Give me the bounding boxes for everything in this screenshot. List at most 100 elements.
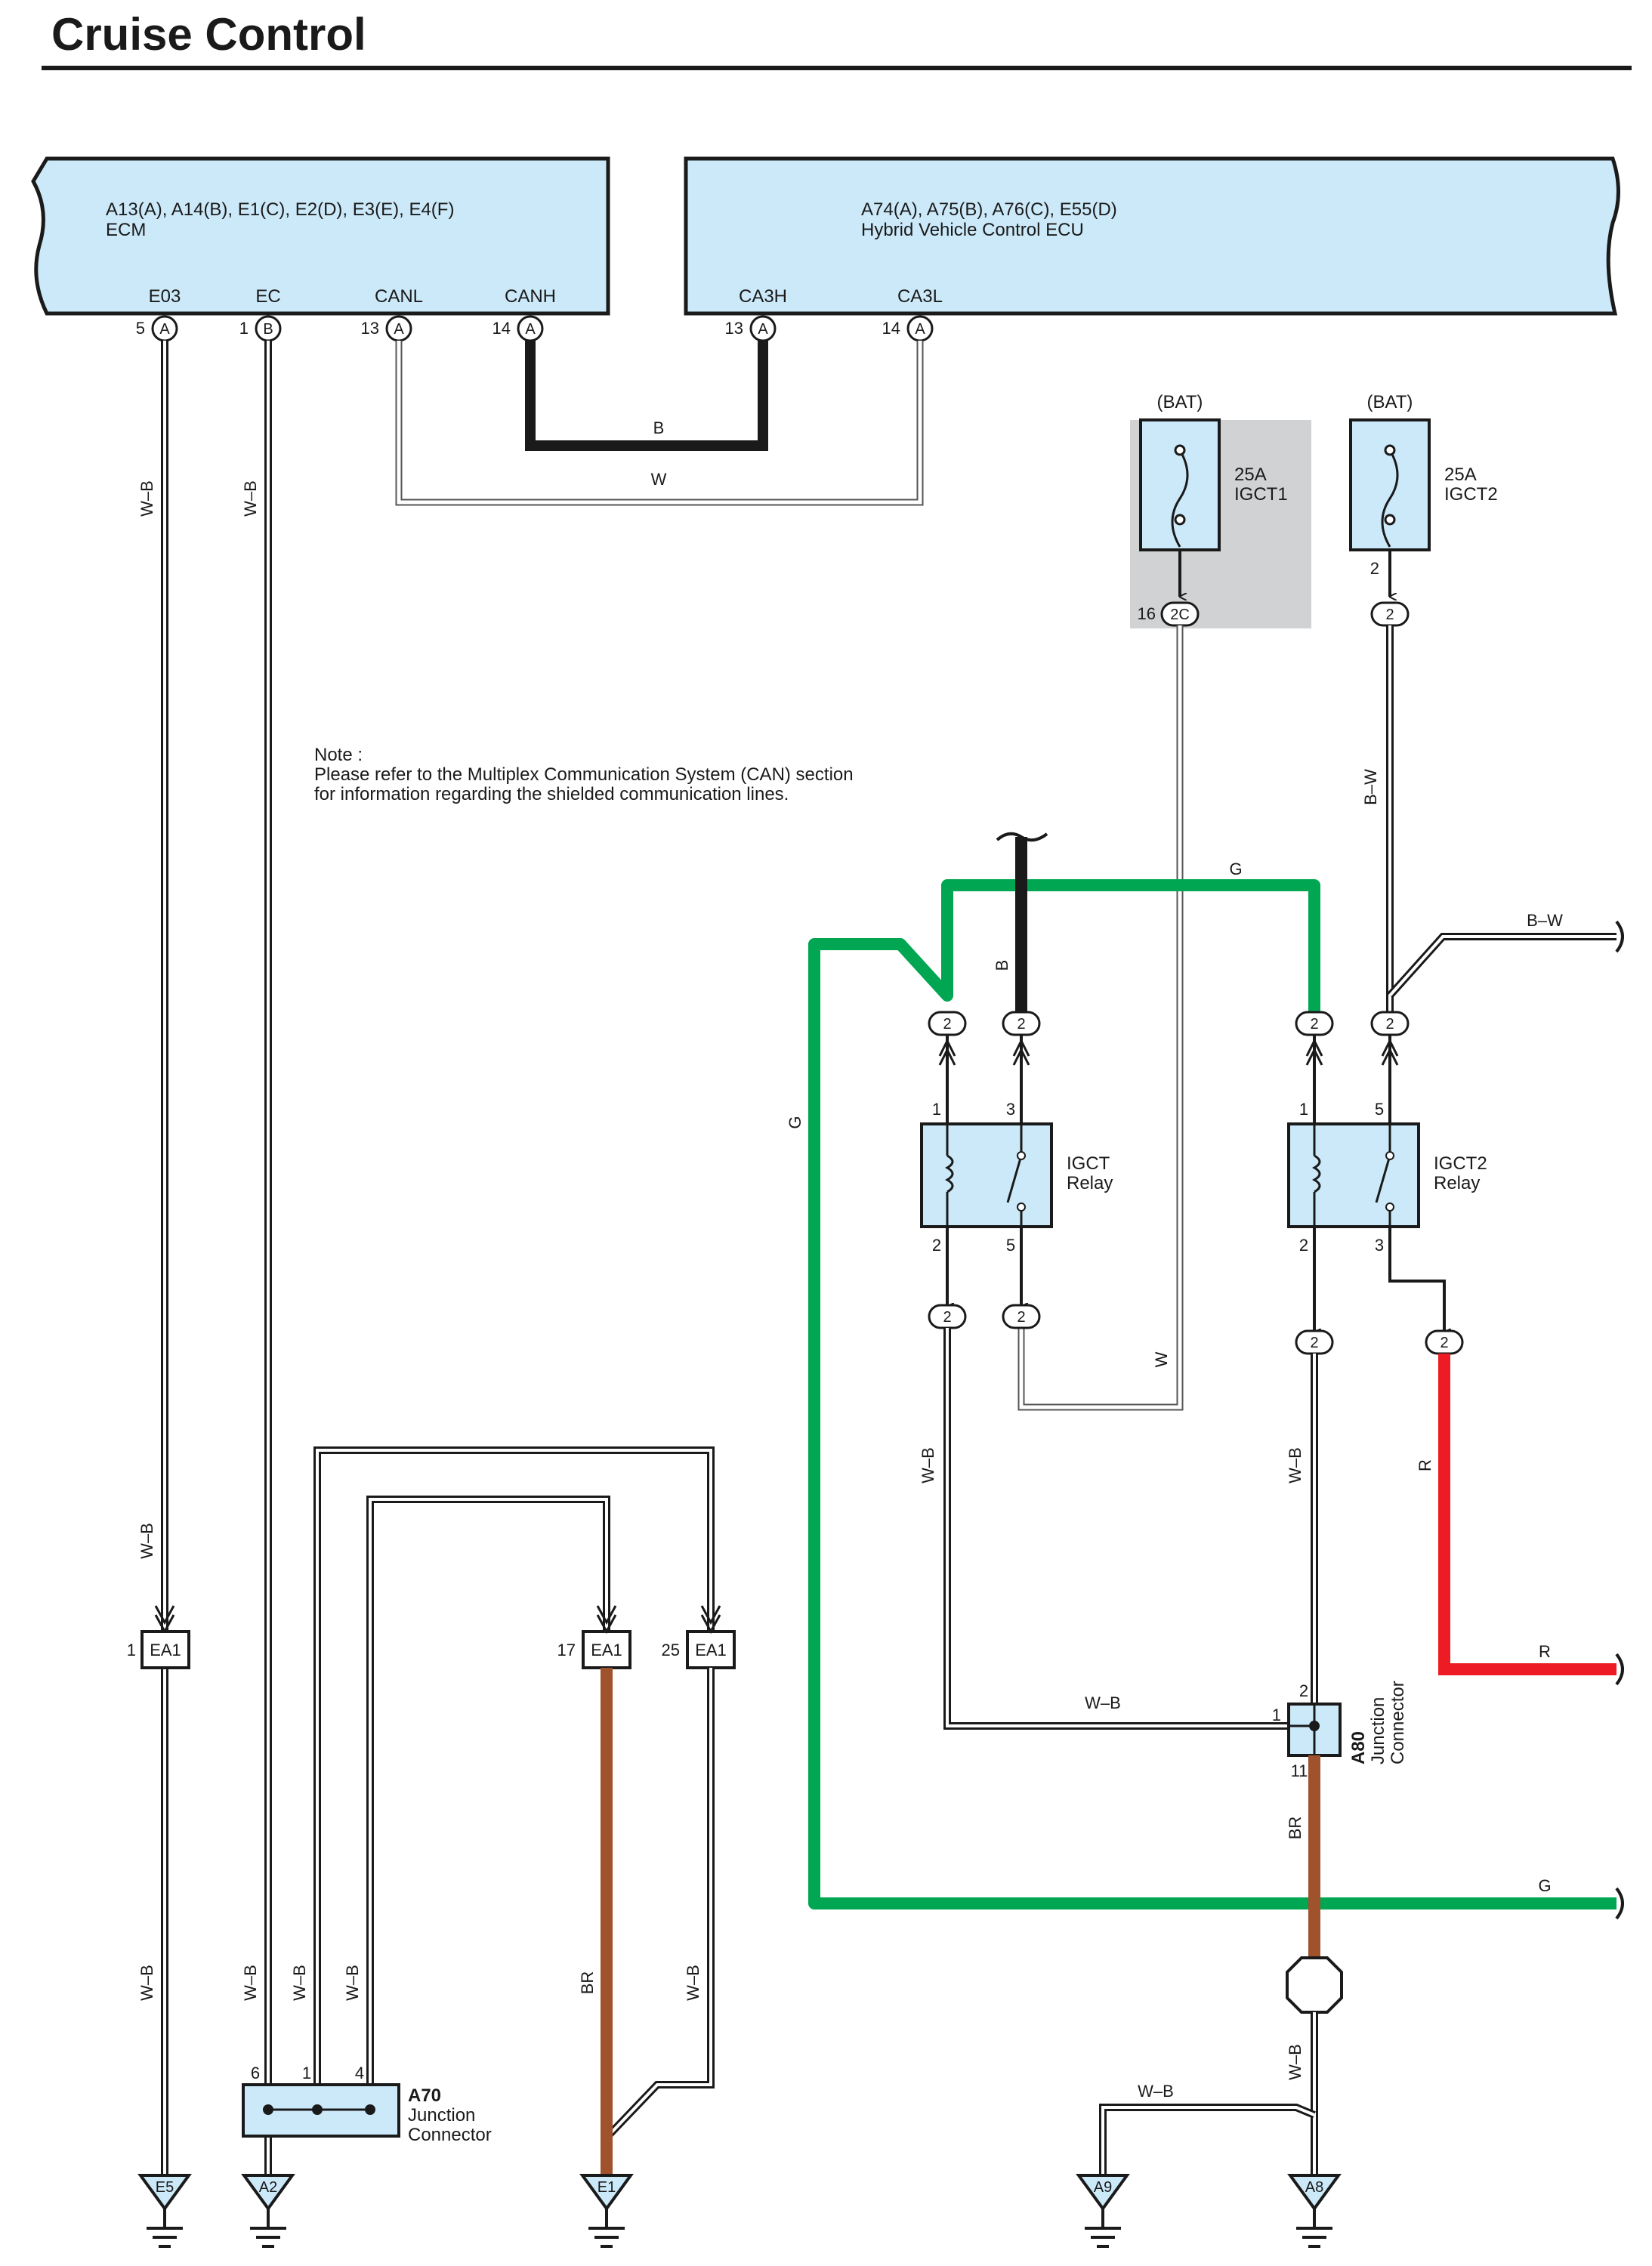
hv-ecu-connectors: A74(A), A75(B), A76(C), E55(D) (861, 199, 1117, 220)
svg-text:11: 11 (1291, 1761, 1308, 1780)
hv-terminal-ca3h: CA3H (739, 286, 787, 307)
wire-wb-a8-a9: W–B W–B (1099, 2012, 1318, 2175)
svg-text:A2: A2 (259, 2179, 277, 2196)
svg-text:14: 14 (882, 319, 900, 338)
svg-text:25: 25 (662, 1641, 680, 1659)
svg-text:2: 2 (932, 1236, 941, 1255)
ea1-connector-25: EA1 25 (662, 1630, 736, 1669)
svg-text:IGCT1: IGCT1 (1234, 484, 1288, 505)
svg-text:B–W: B–W (1527, 911, 1563, 930)
svg-text:B: B (993, 960, 1011, 971)
svg-text:IGCT2: IGCT2 (1434, 1153, 1487, 1174)
svg-text:1: 1 (1272, 1706, 1281, 1724)
relay-bottom-connectors: 2 2 2 2 (928, 1227, 1464, 1355)
svg-text:G: G (1538, 1876, 1551, 1895)
wire-r: R R (1416, 1354, 1624, 1686)
svg-text:2: 2 (1299, 1236, 1308, 1255)
svg-text:W: W (651, 470, 667, 489)
wire-g: G G G (786, 860, 1624, 1920)
wire-ec: W–B W–B (241, 341, 272, 2175)
svg-text:Please refer to the Multiplex: Please refer to the Multiplex Communicat… (314, 764, 854, 785)
svg-text:Relay: Relay (1434, 1173, 1480, 1193)
svg-text:W–B: W–B (1085, 1693, 1121, 1712)
svg-text:for information regarding the: for information regarding the shielded c… (314, 784, 789, 804)
svg-text:2: 2 (1385, 607, 1394, 623)
ecm-terminal-canl: CANL (375, 286, 423, 307)
svg-text:3: 3 (1006, 1100, 1015, 1119)
a70-junction-connector: 6 1 4 A70 Junction Connector (242, 2064, 492, 2145)
svg-text:W–B: W–B (241, 480, 260, 517)
fuse-igct1: (BAT) 25A IGCT1 2C 16 (1130, 392, 1311, 628)
svg-text:W–B: W–B (1286, 1447, 1305, 1483)
a80-junction-connector: 2 1 11 A80 Junction Connector (1272, 1681, 1408, 1780)
svg-text:W–B: W–B (137, 1523, 156, 1559)
ecm-pins: A 5 B 1 A 13 A 14 (136, 315, 544, 342)
hv-ecu-box: A74(A), A75(B), A76(C), E55(D) Hybrid Ve… (684, 156, 1620, 316)
svg-text:2: 2 (1310, 1016, 1318, 1033)
ecm-box: A13(A), A14(B), E1(C), E2(D), E3(E), E4(… (31, 156, 610, 316)
wire-wb-igct-a80: W–B W–B (919, 1328, 1289, 1730)
svg-text:2: 2 (1440, 1335, 1448, 1351)
wire-bw: B–W B–W (1361, 625, 1624, 1012)
svg-text:2: 2 (1017, 1016, 1025, 1033)
svg-text:13: 13 (725, 319, 743, 338)
svg-text:25A: 25A (1444, 465, 1477, 485)
svg-text:5: 5 (1375, 1100, 1384, 1119)
svg-text:W–B: W–B (919, 1447, 937, 1483)
svg-text:25A: 25A (1234, 465, 1267, 485)
svg-text:W–B: W–B (137, 480, 156, 517)
svg-text:IGCT: IGCT (1067, 1153, 1110, 1174)
wire-e03: W–B W–B W–B (137, 341, 175, 2175)
svg-text:A: A (394, 321, 404, 338)
wire-wb-igct2-a80: W–B (1286, 1354, 1318, 1704)
svg-text:W–B: W–B (241, 1965, 260, 2001)
svg-text:B–W: B–W (1361, 769, 1380, 805)
svg-text:1: 1 (932, 1100, 941, 1119)
svg-text:A8: A8 (1305, 2179, 1323, 2196)
svg-text:2: 2 (1310, 1335, 1318, 1351)
igct-relay: 1 3 2 5 IGCT Relay (920, 1100, 1113, 1255)
ecm-terminal-canh: CANH (505, 286, 556, 307)
wire-br-a80: BR (1286, 1755, 1320, 1958)
wire-w-igct1: W (1017, 625, 1184, 1411)
svg-text:EA1: EA1 (695, 1641, 727, 1659)
svg-text:2: 2 (1370, 559, 1379, 578)
wire-b-igct: B (993, 832, 1048, 1012)
svg-text:EA1: EA1 (591, 1641, 622, 1659)
relay-top-connectors: 2 2 2 2 (928, 1011, 1410, 1133)
svg-text:3: 3 (1375, 1236, 1384, 1255)
hv-ecu-pins: A 13 A 14 (725, 315, 934, 342)
fuse-igct2: (BAT) 25A IGCT2 2 2 (1349, 392, 1498, 627)
svg-text:Note :: Note : (314, 745, 363, 765)
svg-text:BR: BR (578, 1971, 597, 1995)
ea1-connector-1: EA1 1 (127, 1630, 190, 1669)
can-wires: B W (395, 341, 924, 506)
ecm-terminal-e03: E03 (149, 286, 181, 307)
svg-text:A: A (758, 321, 768, 338)
ecm-connectors: A13(A), A14(B), E1(C), E2(D), E3(E), E4(… (106, 199, 454, 220)
svg-text:2: 2 (1299, 1681, 1308, 1700)
svg-text:14: 14 (493, 319, 511, 338)
ground-e5: E5 (137, 2174, 192, 2248)
svg-text:W–B: W–B (1138, 2082, 1174, 2101)
svg-text:W: W (1152, 1351, 1171, 1367)
svg-text:2: 2 (943, 1309, 951, 1326)
svg-text:13: 13 (361, 319, 379, 338)
svg-text:Connector: Connector (408, 2125, 492, 2145)
svg-text:B: B (263, 321, 273, 338)
ecm-terminal-ec: EC (255, 286, 280, 307)
svg-text:2: 2 (1017, 1309, 1025, 1326)
svg-text:W–B: W–B (290, 1965, 309, 2001)
svg-text:16: 16 (1138, 604, 1156, 623)
svg-text:A: A (525, 321, 536, 338)
svg-text:2: 2 (943, 1016, 951, 1033)
note: Note : Please refer to the Multiplex Com… (314, 745, 854, 804)
svg-text:A80: A80 (1348, 1731, 1369, 1764)
svg-text:(BAT): (BAT) (1157, 392, 1203, 412)
svg-text:1: 1 (1299, 1100, 1308, 1119)
ground-a9: A9 (1076, 2174, 1130, 2248)
svg-text:4: 4 (355, 2064, 364, 2082)
svg-text:A70: A70 (408, 2085, 441, 2106)
svg-text:Junction: Junction (408, 2105, 475, 2126)
